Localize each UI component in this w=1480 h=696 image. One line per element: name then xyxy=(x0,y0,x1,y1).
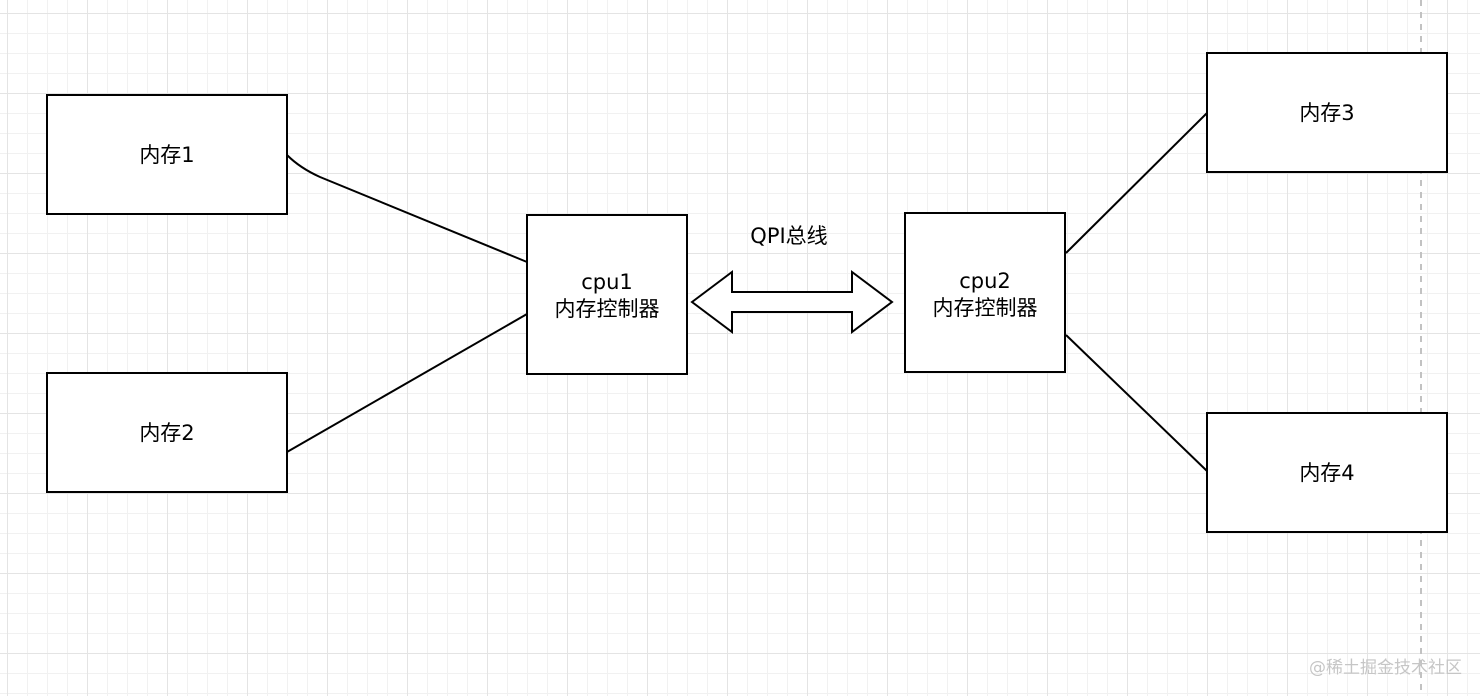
cpu2-box xyxy=(904,212,1066,373)
node-mem4[interactable]: 内存4 xyxy=(1206,412,1448,533)
cpu1-label-name: cpu1 xyxy=(581,270,633,294)
cpu2-label-name: cpu2 xyxy=(959,269,1011,293)
qpi-bus-label: QPI总线 xyxy=(750,224,827,248)
mem4-box xyxy=(1206,412,1448,533)
node-mem3[interactable]: 内存3 xyxy=(1206,52,1448,173)
mem1-label: 内存1 xyxy=(139,143,194,167)
mem3-box xyxy=(1206,52,1448,173)
mem2-label: 内存2 xyxy=(139,421,194,445)
mem4-label: 内存4 xyxy=(1299,461,1354,485)
cpu1-label-role: 内存控制器 xyxy=(555,297,660,321)
node-mem2[interactable]: 内存2 xyxy=(46,372,288,493)
edge-cpu2-mem3[interactable] xyxy=(1065,112,1208,254)
mem1-box xyxy=(46,94,288,215)
cpu1-box xyxy=(526,214,688,375)
watermark-text: @稀土掘金技术社区 xyxy=(1309,658,1462,678)
mem3-label: 内存3 xyxy=(1299,101,1354,125)
mem2-box xyxy=(46,372,288,493)
qpi-bus-arrow[interactable] xyxy=(690,270,894,334)
edge-mem2-cpu1[interactable] xyxy=(286,313,528,453)
node-cpu1[interactable]: cpu1 内存控制器 xyxy=(526,214,688,375)
node-mem1[interactable]: 内存1 xyxy=(46,94,288,215)
node-cpu2[interactable]: cpu2 内存控制器 xyxy=(904,212,1066,373)
edge-cpu2-mem4[interactable] xyxy=(1065,334,1208,472)
edge-mem1-cpu1[interactable] xyxy=(286,154,528,263)
cpu2-label-role: 内存控制器 xyxy=(933,296,1038,320)
